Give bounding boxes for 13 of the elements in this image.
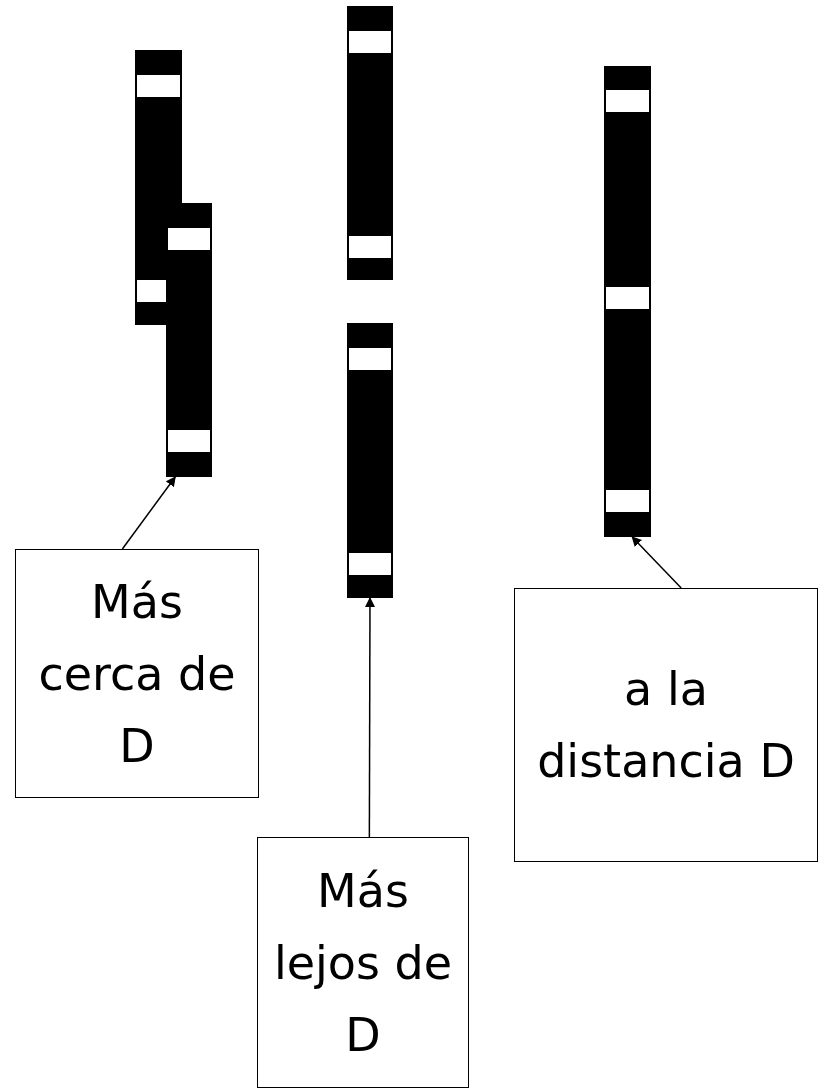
chromosome-bar	[347, 6, 393, 280]
label-text: Más cerca de D	[37, 573, 237, 775]
label-text: Más lejos de D	[272, 862, 454, 1064]
chromosome-bar	[166, 203, 212, 477]
label-box	[15, 549, 259, 798]
chromosome-bar	[347, 323, 393, 598]
arrow	[121, 476, 176, 550]
chromosome-bar	[604, 66, 651, 537]
arrow	[365, 597, 375, 838]
label-box	[257, 837, 469, 1088]
label-box	[514, 588, 818, 862]
arrow	[631, 536, 682, 589]
label-text: a la distancia D	[536, 661, 796, 790]
